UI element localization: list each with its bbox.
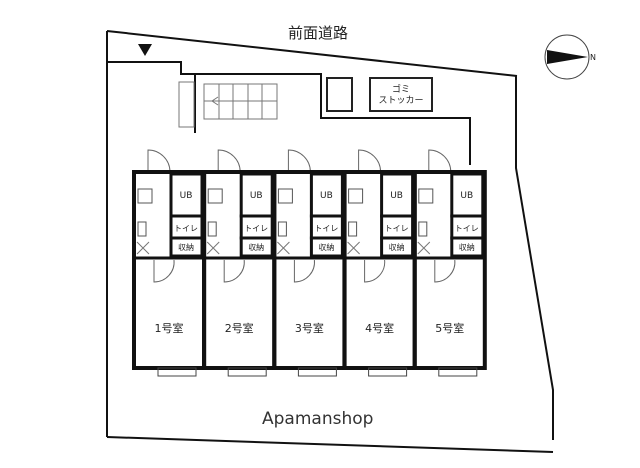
storage bbox=[169, 236, 204, 258]
storage-box bbox=[326, 77, 353, 112]
fridge-space-icon bbox=[206, 241, 220, 255]
window-icon bbox=[368, 367, 408, 377]
fridge-space-icon bbox=[277, 241, 290, 255]
washer-icon bbox=[277, 221, 287, 237]
toilet-label: トイレ bbox=[244, 224, 268, 233]
garbage-label-2: ストッカー bbox=[378, 95, 423, 106]
sink-icon bbox=[418, 188, 434, 204]
svg-text:N: N bbox=[590, 53, 596, 62]
room-door-icon bbox=[153, 259, 175, 283]
room-label: 2号室 bbox=[225, 321, 254, 335]
washer-icon bbox=[348, 221, 358, 237]
storage bbox=[239, 236, 274, 258]
ub-label: UB bbox=[250, 191, 263, 201]
toilet-label: トイレ bbox=[385, 224, 409, 233]
entrance-door-icon bbox=[428, 149, 452, 173]
storage bbox=[380, 236, 415, 258]
sink-icon bbox=[277, 188, 293, 204]
room-door-icon bbox=[293, 259, 315, 283]
room-door-icon bbox=[434, 259, 456, 283]
toilet-label: トイレ bbox=[314, 224, 338, 233]
storage-label: 収納 bbox=[178, 242, 194, 252]
garbage-label: ゴミ bbox=[392, 83, 410, 95]
garbage-stocker bbox=[369, 77, 433, 112]
unit-wall bbox=[342, 170, 417, 370]
storage-label: 収納 bbox=[459, 242, 475, 252]
washer-icon bbox=[137, 221, 147, 237]
window-icon bbox=[157, 367, 197, 377]
room-label: 1号室 bbox=[155, 321, 184, 335]
parking-stairs bbox=[203, 83, 278, 120]
compass-icon: N bbox=[544, 34, 596, 80]
room-label: 5号室 bbox=[435, 321, 464, 335]
sink-icon bbox=[137, 188, 153, 204]
unit-wall bbox=[272, 170, 347, 370]
ub-label: UB bbox=[390, 191, 403, 201]
ub-label: UB bbox=[320, 191, 333, 201]
site-boundary bbox=[106, 30, 554, 453]
sink-icon bbox=[207, 188, 223, 204]
ub-label: UB bbox=[180, 191, 193, 201]
unit-wall bbox=[412, 170, 487, 370]
sink-icon bbox=[348, 188, 364, 204]
entrance-door-icon bbox=[358, 149, 382, 173]
room-label: 4号室 bbox=[365, 321, 394, 335]
room-door-icon bbox=[364, 259, 386, 283]
fridge-space-icon bbox=[417, 241, 431, 255]
washer-icon bbox=[207, 221, 217, 237]
entrance-marker-icon bbox=[138, 44, 152, 56]
storage bbox=[450, 236, 485, 258]
bicycle-parking bbox=[178, 81, 195, 128]
storage-label: 収納 bbox=[318, 242, 334, 252]
unit-wall bbox=[202, 170, 277, 370]
room-door-icon bbox=[223, 259, 245, 283]
window-icon bbox=[297, 367, 337, 377]
entrance-door-icon bbox=[287, 149, 311, 173]
washer-icon bbox=[418, 221, 428, 237]
road-label: 前面道路 bbox=[288, 24, 348, 42]
room-label: 3号室 bbox=[295, 321, 324, 335]
fridge-space-icon bbox=[136, 241, 150, 255]
entrance-door-icon bbox=[217, 149, 241, 173]
watermark: Apamanshop bbox=[262, 409, 373, 429]
toilet-label: トイレ bbox=[455, 224, 479, 233]
storage bbox=[309, 236, 344, 258]
window-icon bbox=[438, 367, 478, 377]
ub-label: UB bbox=[460, 191, 473, 201]
window-icon bbox=[227, 367, 267, 377]
entrance-door-icon bbox=[147, 149, 171, 173]
fridge-space-icon bbox=[347, 241, 360, 255]
toilet-label: トイレ bbox=[174, 224, 198, 233]
storage-label: 収納 bbox=[389, 242, 405, 252]
storage-label: 収納 bbox=[248, 242, 264, 252]
unit-wall bbox=[132, 170, 206, 370]
